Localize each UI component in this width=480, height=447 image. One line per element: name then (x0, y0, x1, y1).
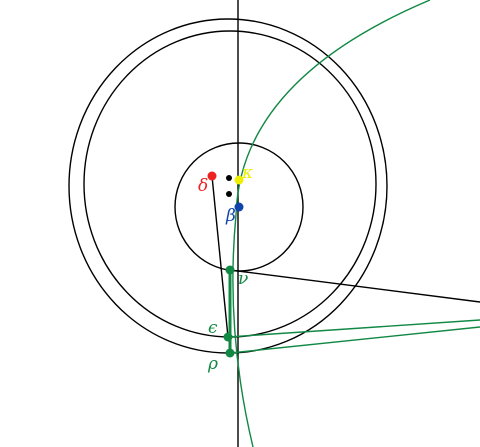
segment-nu-right (229, 269, 480, 303)
point-kappa (234, 175, 244, 185)
black-dot-lower (226, 191, 232, 197)
point-rho (225, 348, 235, 358)
outer-circle-left (68, 18, 388, 354)
label-rho: ρ (207, 354, 218, 374)
point-delta (207, 171, 217, 181)
segment-delta-epsilon (211, 175, 229, 338)
point-epsilon (223, 332, 233, 342)
label-nu: ν (238, 269, 248, 289)
green-ray-rho (229, 326, 480, 354)
point-beta (234, 202, 244, 212)
label-kappa: κ (241, 163, 253, 183)
green-arc (232, 0, 431, 447)
black-dot-upper (226, 175, 232, 181)
label-beta: β (225, 206, 236, 226)
point-nu (225, 265, 235, 275)
label-epsilon: ϵ (208, 318, 218, 338)
green-ray-epsilon (227, 319, 480, 338)
label-delta: δ (198, 176, 208, 196)
